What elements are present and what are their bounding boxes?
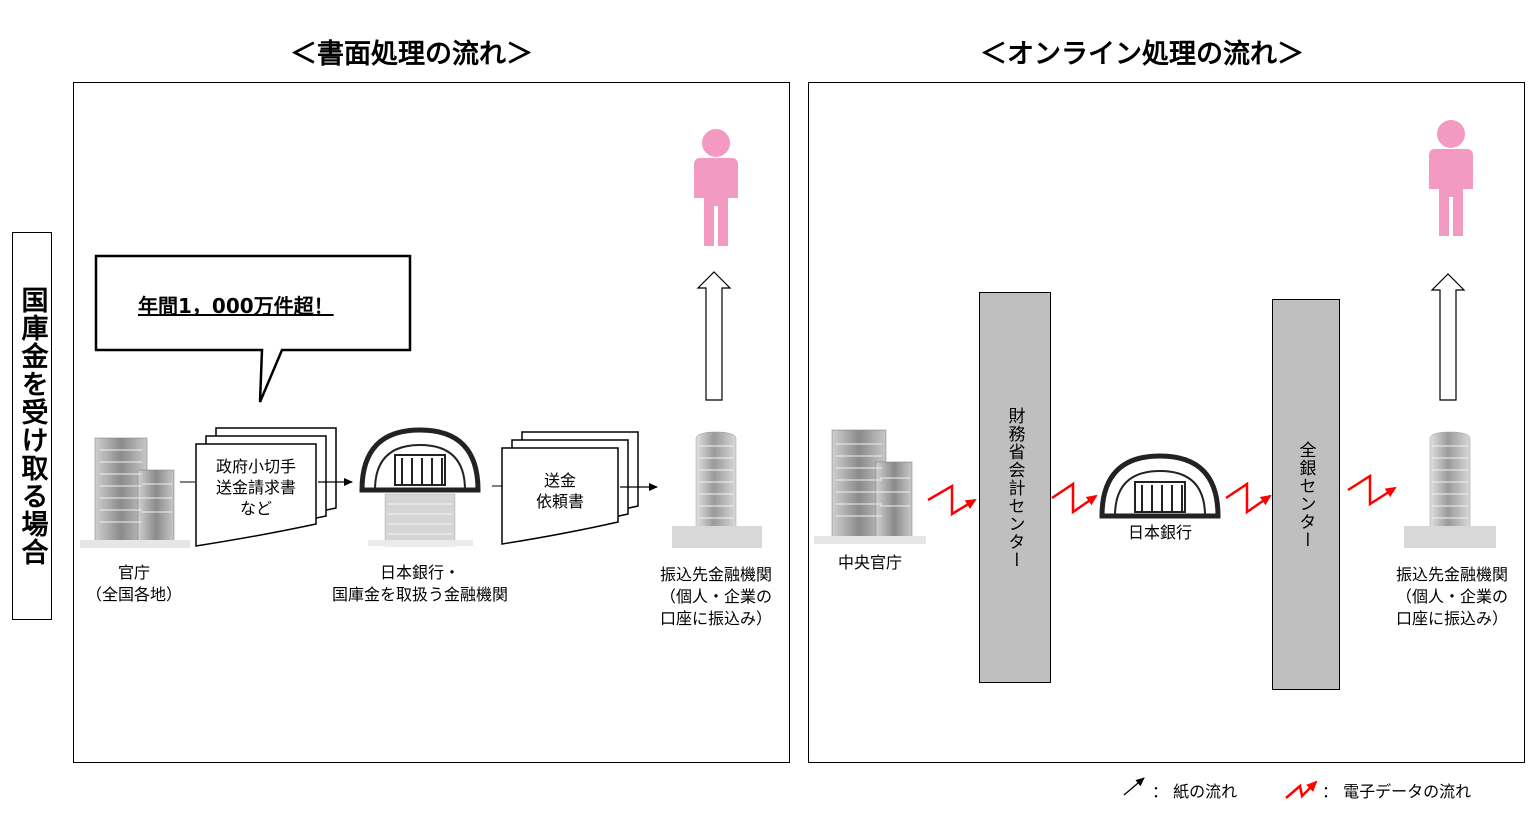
left-panel-title: ＜書面処理の流れ＞ xyxy=(290,39,533,70)
document-1-label: 政府小切手 送金請求書 など xyxy=(215,457,296,518)
boj-building-icon xyxy=(359,427,481,547)
recipient-online-label: 振込先金融機関 （個人・企業の 口座に振込み） xyxy=(1395,565,1508,628)
legend-paper-arrow-icon xyxy=(1123,777,1145,796)
boj-online-label: 日本銀行 xyxy=(1127,523,1192,542)
zengin-center-label: 全銀センター xyxy=(1295,440,1316,549)
side-label-box: 国庫金を受け取る場合 xyxy=(12,232,52,620)
hollow-up-arrow-icon xyxy=(696,271,732,401)
mof-center-box: 財務省会計センター xyxy=(979,292,1051,683)
document-stack-2-icon xyxy=(501,431,639,545)
electronic-arrow-2 xyxy=(1051,481,1098,515)
electronic-arrow-1 xyxy=(927,483,977,517)
speech-bubble xyxy=(94,254,412,403)
side-label: 国庫金を受け取る場合 xyxy=(16,286,48,566)
electronic-arrow-3 xyxy=(1225,481,1272,515)
legend-electronic-label: ： 電子データの流れ xyxy=(1322,782,1472,801)
recipient-bank-online-icon xyxy=(1404,431,1496,548)
recipient-bank-icon xyxy=(672,431,762,548)
electronic-arrow-4 xyxy=(1347,473,1397,507)
recipient-label: 振込先金融機関 （個人・企業の 口座に振込み） xyxy=(659,565,772,628)
zengin-center-box: 全銀センター xyxy=(1272,299,1340,690)
right-panel-title: ＜オンライン処理の流れ＞ xyxy=(980,39,1304,70)
person-icon xyxy=(694,129,738,246)
legend-electronic-arrow-icon xyxy=(1285,780,1318,799)
document-stack-1-icon xyxy=(195,427,337,547)
paper-flow-panel xyxy=(73,82,790,763)
office-building-icon xyxy=(80,437,190,548)
central-office-building-icon xyxy=(814,429,926,544)
boj-label: 日本銀行・ 国庫金を取扱う金融機関 xyxy=(331,563,508,604)
callout-text: 年間1，000万件超！ xyxy=(138,294,334,318)
office-label: 官庁 （全国各地） xyxy=(85,563,182,604)
central-office-label: 中央官庁 xyxy=(837,553,902,572)
person-online-icon xyxy=(1429,120,1473,236)
mof-center-label: 財務省会計センター xyxy=(1004,406,1025,569)
hollow-up-arrow-online-icon xyxy=(1430,273,1466,401)
document-2-label: 送金 依頼書 xyxy=(535,471,584,511)
online-flow-panel xyxy=(808,82,1525,763)
legend-paper-label: ： 紙の流れ xyxy=(1152,782,1238,801)
boj-online-icon xyxy=(1099,453,1221,519)
